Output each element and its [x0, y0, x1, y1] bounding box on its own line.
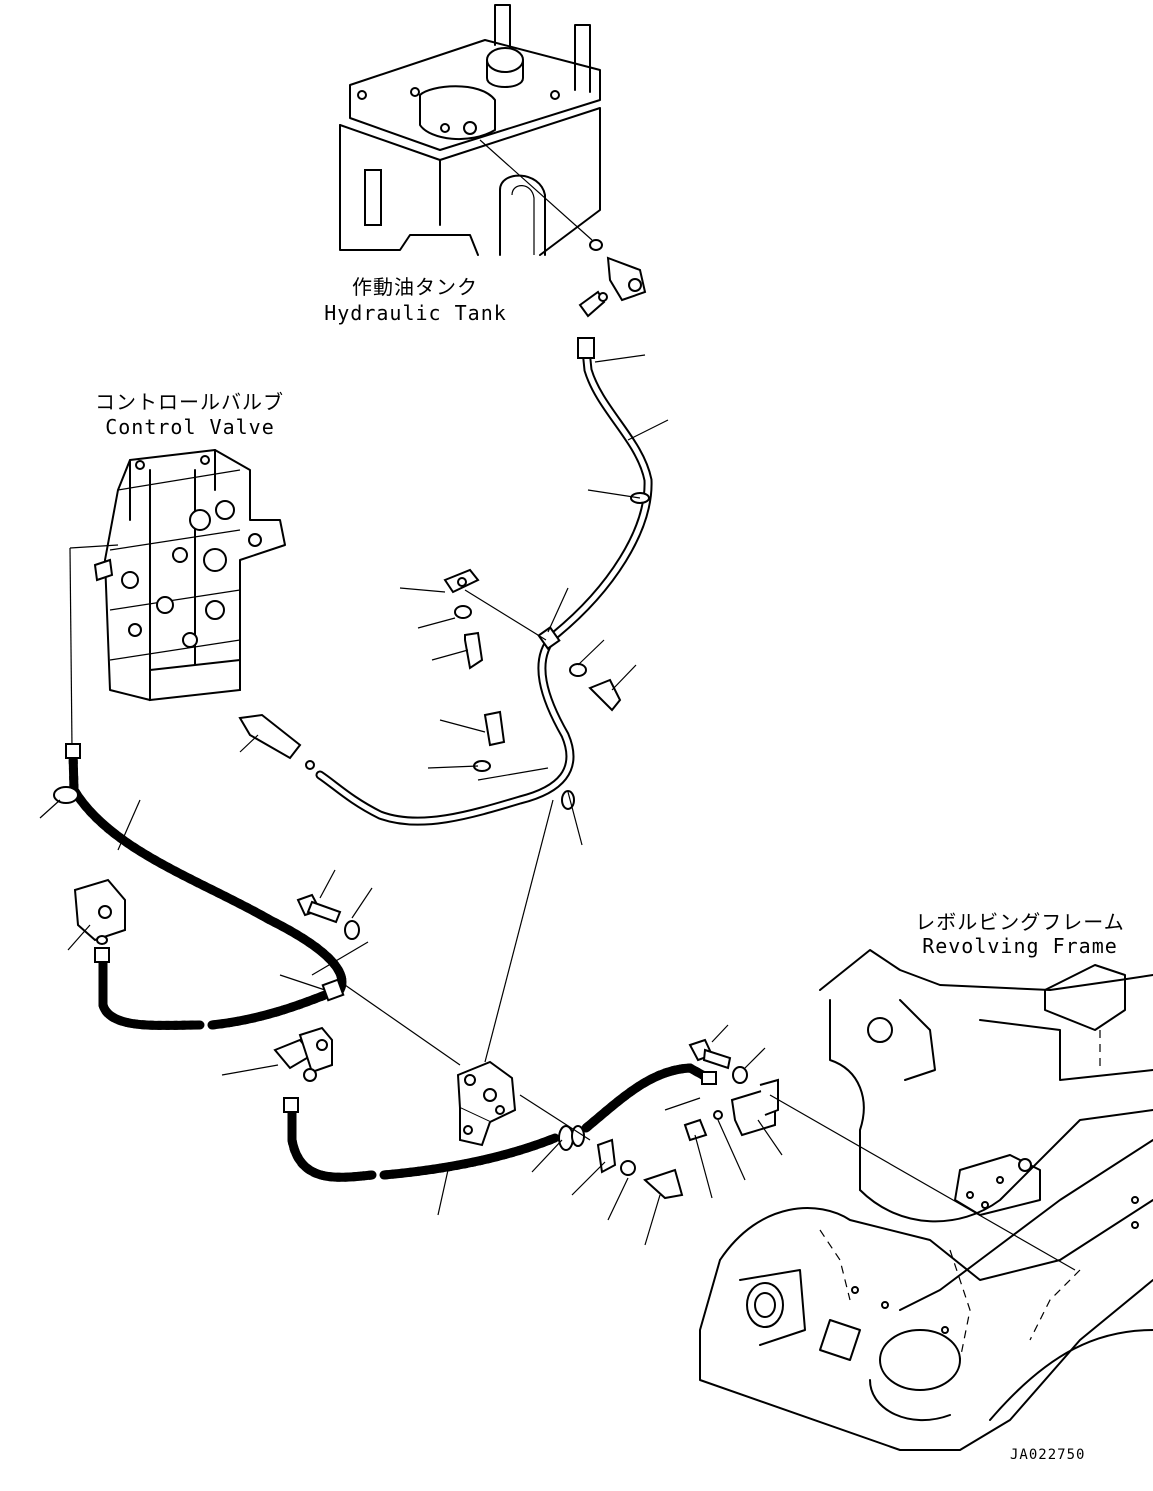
tank-outlet-fittings — [479, 139, 647, 318]
hose-bracket-left — [73, 878, 126, 945]
control-valve-label-en: Control Valve — [105, 415, 275, 439]
junction-block — [456, 799, 554, 1147]
tee-fitting — [273, 1026, 333, 1082]
lower-clamp-hardware — [519, 1038, 1076, 1271]
pressure-sensor — [238, 713, 315, 770]
drawing-code: JA022750 — [1010, 1447, 1086, 1463]
hydraulic-tank-drawing — [339, 4, 601, 256]
drain-hose-lower-loop — [94, 947, 345, 1030]
leader-lines — [39, 354, 783, 1246]
return-hose-upper — [315, 337, 653, 826]
hydraulic-tank-label-en: Hydraulic Tank — [324, 301, 507, 325]
drain-hose-spiral — [53, 544, 347, 995]
control-valve-drawing — [93, 449, 286, 702]
control-valve-label-jp: コントロールバルブ — [95, 390, 284, 414]
revolving-frame-label-jp: レボルビングフレーム — [915, 910, 1125, 934]
revolving-frame-label-en: Revolving Frame — [922, 934, 1118, 958]
upper-clamp-hardware — [443, 568, 622, 781]
frame-hose — [581, 1063, 717, 1133]
hydraulic-tank-label-jp: 作動油タンク — [352, 275, 478, 299]
revolving-frame-drawing — [699, 949, 1153, 1451]
pilot-hose-lower — [283, 1097, 585, 1182]
bolt-washer-mid — [296, 893, 461, 1066]
